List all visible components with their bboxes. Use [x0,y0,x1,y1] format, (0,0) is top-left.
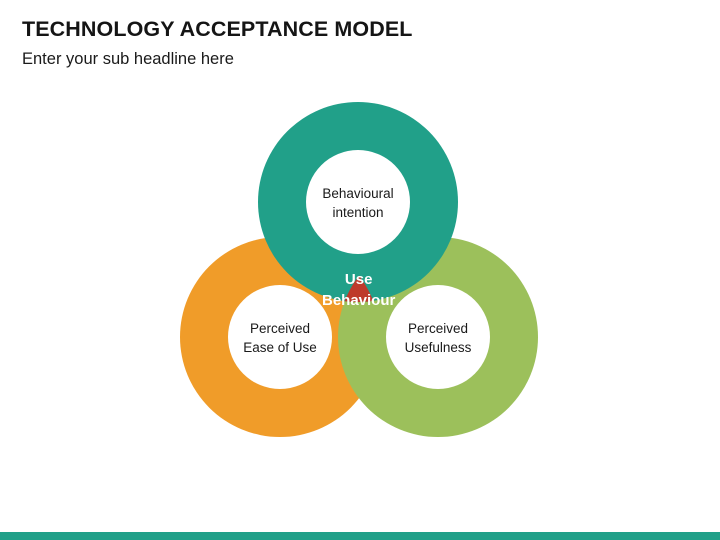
label-behavioural-intention-line2: intention [332,205,383,220]
label-perceived-usefulness-line2: Usefulness [405,340,472,355]
label-perceived-usefulness-line1: Perceived [408,321,468,336]
label-perceived-ease-of-use-line2: Ease of Use [243,340,317,355]
label-use-behaviour-line1: Use [345,271,373,288]
label-use-behaviour: Use Behaviour [322,271,396,309]
label-behavioural-intention-line1: Behavioural [322,186,393,201]
label-use-behaviour-line2: Behaviour [322,292,396,309]
label-perceived-usefulness: Perceived Usefulness [405,321,472,355]
label-perceived-ease-of-use-line1: Perceived [250,321,310,336]
footer-accent-bar [0,532,720,540]
label-perceived-ease-of-use: Perceived Ease of Use [243,321,317,355]
label-behavioural-intention: Behavioural intention [322,186,393,220]
